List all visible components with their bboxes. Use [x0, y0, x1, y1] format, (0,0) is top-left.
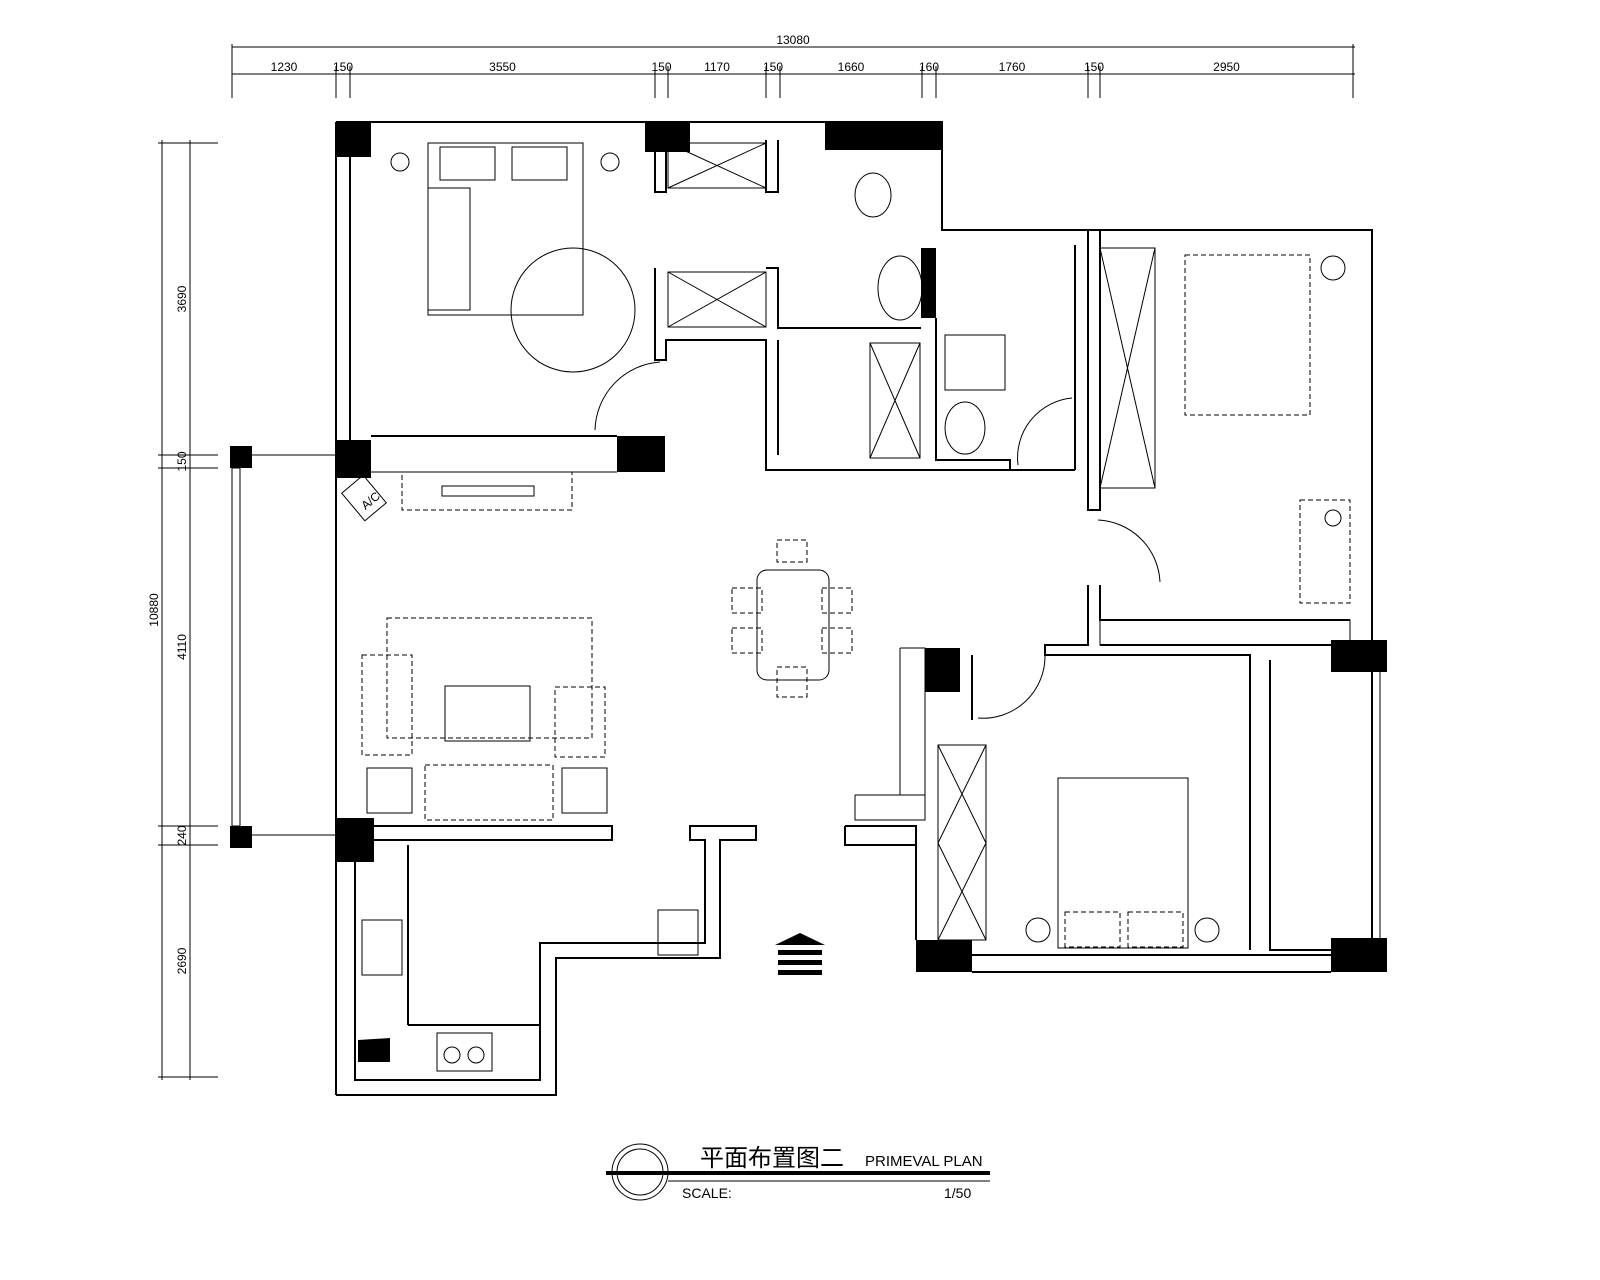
furniture [358, 142, 1351, 1072]
top-dimension-label: 150 [1084, 60, 1104, 74]
columns [230, 122, 1387, 972]
title-chinese: 平面布置图二 [700, 1145, 844, 1172]
left-dimension-label: 2690 [175, 947, 189, 974]
top-dimension-label: 1170 [704, 60, 730, 74]
title-english: PRIMEVAL PLAN [865, 1153, 983, 1170]
left-dimension-label: 4110 [175, 634, 189, 660]
top-dimension-label: 1760 [999, 60, 1026, 74]
left-total-dimension: 10880 [147, 593, 161, 627]
top-dimension-label: 160 [919, 60, 939, 74]
scale-value: 1/50 [944, 1185, 971, 1201]
left-dimension-label: 150 [175, 451, 189, 471]
top-dimension-label: 1230 [271, 60, 298, 74]
walls [231, 121, 1381, 1096]
top-dimension-label: 150 [651, 60, 671, 74]
top-total-dimension: 13080 [776, 33, 810, 47]
left-dimension-chain: 10880 3690 150 4110 240 2690 [147, 140, 218, 1080]
top-dimension-label: 150 [763, 60, 783, 74]
top-dimension-label: 150 [333, 60, 353, 74]
top-dimension-label: 2950 [1213, 60, 1240, 74]
top-dimension-chain: 13080 1230 150 3550 150 1170 150 1660 160 1760 15… [231, 33, 1355, 98]
master-bed [427, 142, 584, 316]
top-dimension-label: 3550 [489, 60, 516, 74]
round-rug [510, 247, 636, 373]
top-dimension-label: 1660 [838, 60, 865, 74]
title-block: 平面布置图二 PRIMEVAL PLAN SCALE: 1/50 [606, 1143, 990, 1201]
left-dimension-label: 3690 [175, 285, 189, 312]
left-dimension-label: 240 [175, 825, 189, 845]
scale-label: SCALE: [682, 1185, 732, 1201]
